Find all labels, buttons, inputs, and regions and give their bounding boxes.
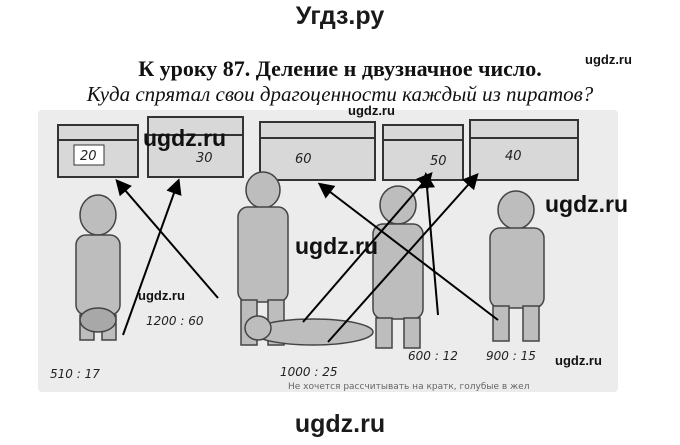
site-watermark: ugdz.ru (295, 233, 379, 259)
expression-1: 510 : 17 (50, 367, 100, 381)
site-watermark: ugdz.ru (348, 103, 395, 118)
expression-5: 900 : 15 (486, 349, 536, 363)
pirate-figures (75, 171, 545, 349)
site-watermark-bottom: ugdz.ru (294, 410, 386, 438)
task-text: Куда спрятал свои драгоценности каждый и… (86, 82, 594, 106)
chest-3-number: 60 (295, 152, 312, 167)
expression-4: 600 : 12 (408, 349, 458, 363)
site-watermark: ugdz.ru (555, 353, 602, 368)
bottom-caption: Не хочется рассчитывать на кратк, голубы… (288, 382, 529, 392)
chest-5: 40 (469, 119, 579, 181)
chest-3: 60 (259, 121, 376, 181)
pirates-illustration: 20 30 60 50 40 (38, 110, 618, 392)
lesson-title: К уроку 87. Деление н двузначное число. (138, 56, 542, 81)
chest-2: 30 (147, 116, 244, 178)
expression-2: 1200 : 60 (146, 314, 204, 328)
answer-arrows (115, 171, 499, 343)
chest-1-number: 20 (80, 149, 97, 164)
site-watermark: ugdz.ru (143, 125, 227, 151)
chest-4: 50 (382, 124, 464, 181)
chest-5-number: 40 (505, 149, 522, 164)
chest-2-number: 30 (196, 151, 213, 166)
site-watermark: ugdz.ru (545, 191, 629, 217)
site-watermark: ugdz.ru (138, 288, 185, 303)
chest-4-number: 50 (430, 154, 447, 169)
site-watermark: ugdz.ru (585, 52, 632, 67)
chest-1: 20 (57, 124, 139, 178)
site-watermark-top: Угдз.ру (295, 2, 385, 30)
expression-3: 1000 : 25 (280, 365, 337, 379)
